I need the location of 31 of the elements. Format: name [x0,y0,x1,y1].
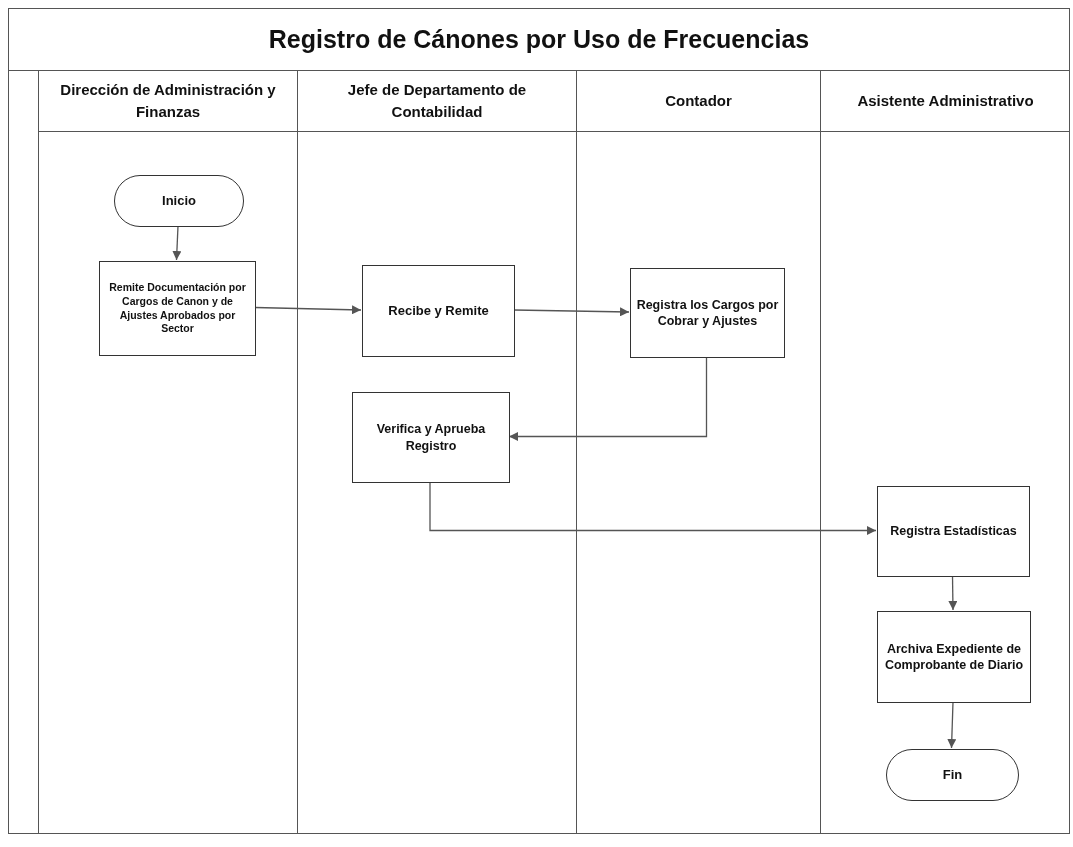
process-box [877,611,1031,703]
arrow [172,225,182,261]
box-label: Remite Documentación por Cargos de Canon y de Ajustes Aprobados por Sector [108,281,247,336]
arrow [513,307,630,317]
box-label: Recibe y Remite [388,302,489,320]
box-label: Registra los Cargos por Cobrar y Ajustes [636,296,779,330]
arrow [508,356,708,441]
box-label: Registra Estadísticas [890,523,1017,540]
arrow [947,701,957,749]
box-label: Verifica y Aprueba Registro [375,421,487,454]
arrow [254,305,362,315]
swimlane [820,70,1070,834]
process-box [352,392,510,483]
process-box [630,268,785,358]
process-box [362,265,515,357]
lane-header: Jefe de Departamento de Contabilidad [346,80,528,122]
process-box [99,261,256,356]
box-label: Inicio [162,192,196,210]
swimlane [576,70,820,834]
swimlane [297,70,576,834]
terminal-box [886,749,1019,801]
box-label: Archiva Expediente de Comprobante de Diario [883,640,1025,674]
arrow [429,481,877,535]
lane-header: Asistente Administrativo [857,91,1034,112]
process-box [877,486,1030,577]
terminal-box [114,175,244,227]
lane-header: Contador [665,91,732,112]
arrow [948,575,958,611]
diagram-title: Registro de Cánones por Uso de Frecuencias [268,24,810,54]
lane-header: Dirección de Administración y Finanzas [59,80,277,122]
box-label: Fin [942,766,963,784]
